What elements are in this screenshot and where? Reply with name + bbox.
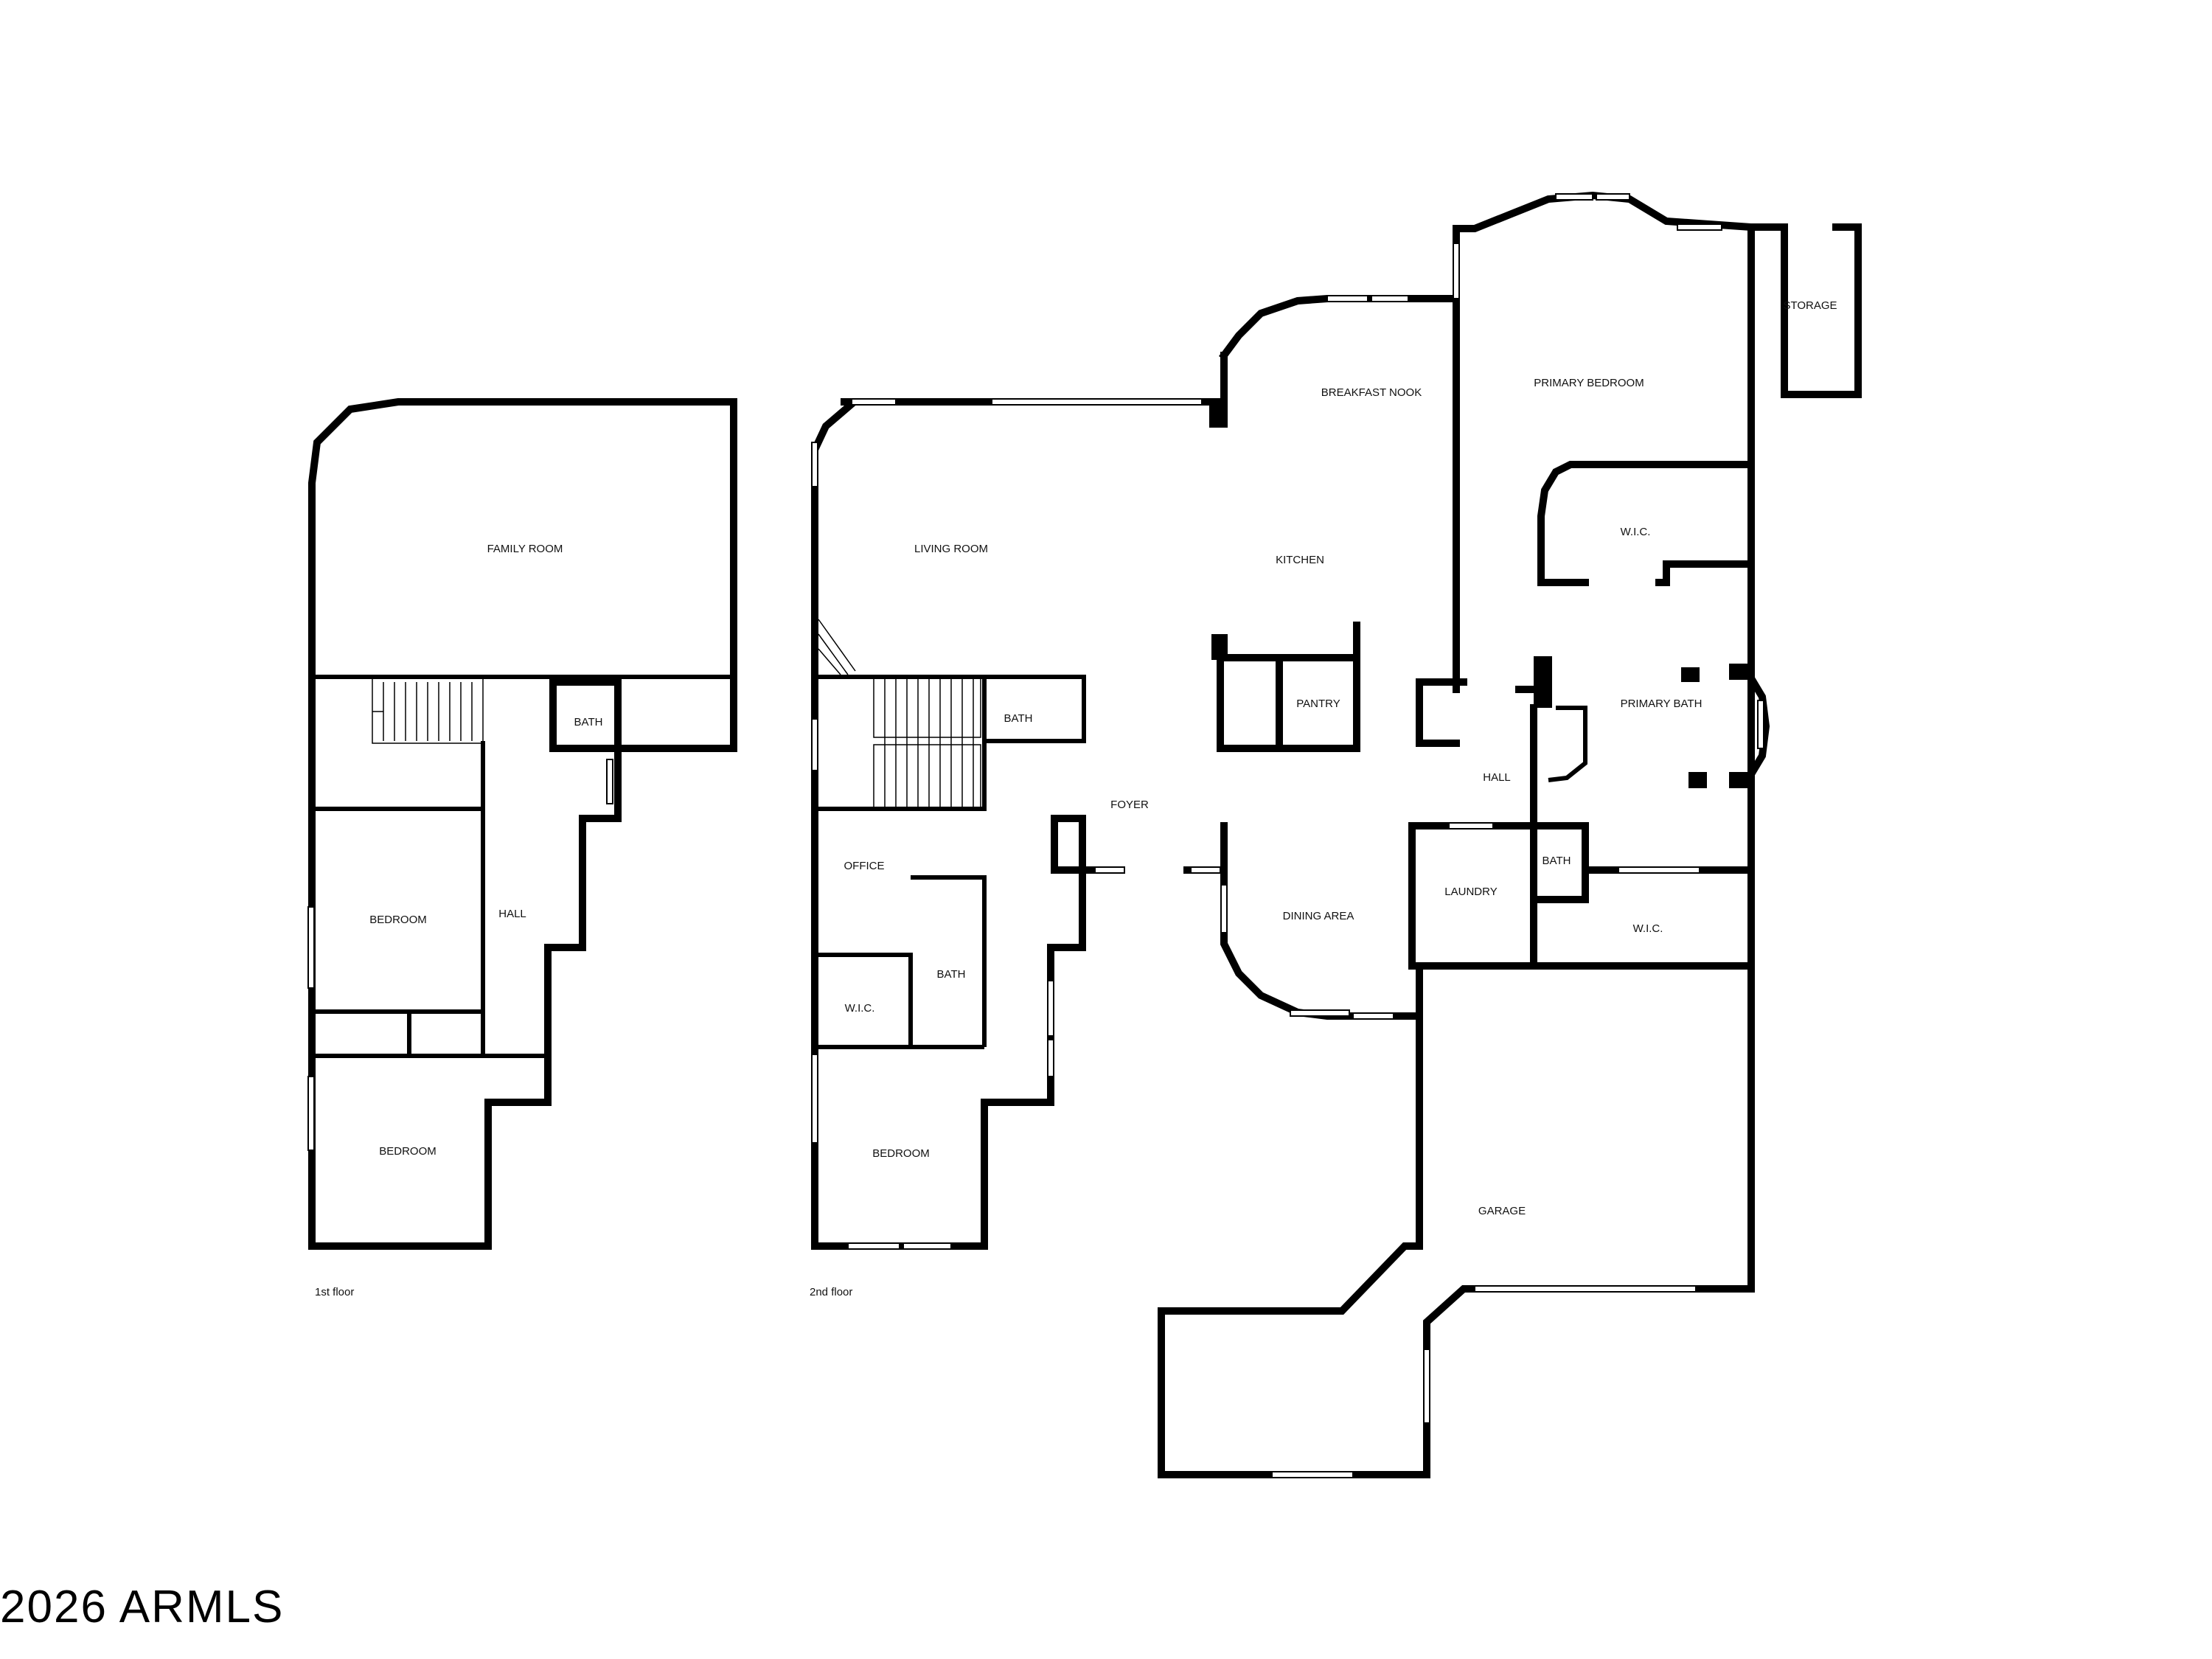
first-floor-stairs <box>372 676 484 744</box>
bath-label: BATH <box>937 968 966 981</box>
bedroom-label: BEDROOM <box>872 1147 930 1160</box>
garage-label: GARAGE <box>1478 1205 1526 1217</box>
primary-bath-bay <box>1746 673 1770 779</box>
window <box>1555 193 1593 201</box>
window <box>1596 193 1630 201</box>
family-room-label: FAMILY ROOM <box>487 543 563 555</box>
fixture <box>1729 664 1751 680</box>
window <box>1371 295 1409 302</box>
window <box>1352 1012 1394 1020</box>
first-floor-bedroom-wall <box>312 807 544 1058</box>
primary-wic-wall <box>1537 461 1755 586</box>
second-floor-office-wall <box>815 875 987 1049</box>
fixture <box>1681 667 1700 682</box>
window <box>1326 295 1368 302</box>
breakfast-nook-label: BREAKFAST NOOK <box>1321 386 1422 399</box>
window <box>902 1242 952 1250</box>
window <box>606 759 613 804</box>
column <box>1211 634 1228 660</box>
office-label: OFFICE <box>844 860 885 872</box>
first-floor-plan <box>307 398 737 1250</box>
window <box>1290 1009 1350 1017</box>
opening <box>1618 866 1700 874</box>
window <box>1423 1349 1430 1424</box>
wic-label: W.I.C. <box>845 1002 875 1015</box>
window <box>1220 884 1228 933</box>
shower-wall <box>1548 706 1587 782</box>
wic-label: W.I.C. <box>1621 526 1651 538</box>
primary-bath-label: PRIMARY BATH <box>1621 698 1703 710</box>
entry-door <box>1094 866 1125 874</box>
pantry-wall <box>1217 654 1360 752</box>
pantry-label: PANTRY <box>1296 698 1340 710</box>
second-floor-outer-wall <box>811 352 1228 1250</box>
second-floor-label: 2nd floor <box>810 1286 852 1298</box>
window <box>991 398 1203 406</box>
window <box>1047 980 1054 1037</box>
window <box>1047 1039 1054 1077</box>
primary-bedroom-label: PRIMARY BEDROOM <box>1534 377 1644 389</box>
watermark: 2026 ARMLS <box>0 1582 285 1632</box>
window <box>851 398 897 406</box>
window <box>847 1242 900 1250</box>
primary-suite-plan <box>1408 191 1862 970</box>
kitchen-wall <box>1416 678 1467 747</box>
foyer-label: FOYER <box>1110 799 1149 811</box>
foyer-entry-wall <box>1079 822 1228 874</box>
garage-plan <box>1158 962 1755 1478</box>
fixture <box>1729 772 1751 788</box>
garage-wall <box>1158 962 1755 1478</box>
second-floor-stair-wall <box>815 675 1086 811</box>
primary-bedroom-wall <box>1453 191 1755 970</box>
window <box>307 906 315 989</box>
window <box>1271 1471 1354 1478</box>
wic-label: W.I.C. <box>1633 922 1663 935</box>
hall-label: HALL <box>498 908 526 920</box>
laundry-label: LAUNDRY <box>1444 886 1497 898</box>
fixture <box>1688 772 1707 788</box>
window <box>811 718 818 771</box>
kitchen-label: KITCHEN <box>1276 554 1324 566</box>
bath-label: BATH <box>1004 712 1033 725</box>
breakfast-nook-wall <box>1219 295 1460 693</box>
hall-label: HALL <box>1483 771 1511 784</box>
storage-wall <box>1747 223 1862 398</box>
column <box>1534 656 1552 708</box>
first-floor-bath-wall <box>551 677 620 818</box>
window <box>1453 243 1460 299</box>
entry-door <box>1190 866 1221 874</box>
bath-label: BATH <box>1543 855 1571 867</box>
window <box>811 442 818 487</box>
opening <box>1448 822 1494 830</box>
room-labels: FAMILY ROOM BATH BEDROOM HALL BEDROOM LI… <box>315 299 1837 1298</box>
first-floor-outer-wall <box>308 398 737 1250</box>
window <box>1677 223 1722 231</box>
window <box>307 1076 315 1151</box>
bath-label: BATH <box>574 716 603 728</box>
second-floor-stairs <box>818 619 981 808</box>
garage-door <box>1474 1285 1697 1293</box>
second-floor-plan <box>811 352 1228 1250</box>
column <box>1209 398 1225 424</box>
first-floor-label: 1st floor <box>315 1286 354 1298</box>
storage-label: STORAGE <box>1783 299 1837 312</box>
window <box>811 1054 818 1144</box>
window <box>1757 700 1764 749</box>
bedroom-label: BEDROOM <box>379 1145 437 1158</box>
living-room-label: LIVING ROOM <box>914 543 988 555</box>
dining-area-label: DINING AREA <box>1283 910 1354 922</box>
bedroom-label: BEDROOM <box>369 914 427 926</box>
